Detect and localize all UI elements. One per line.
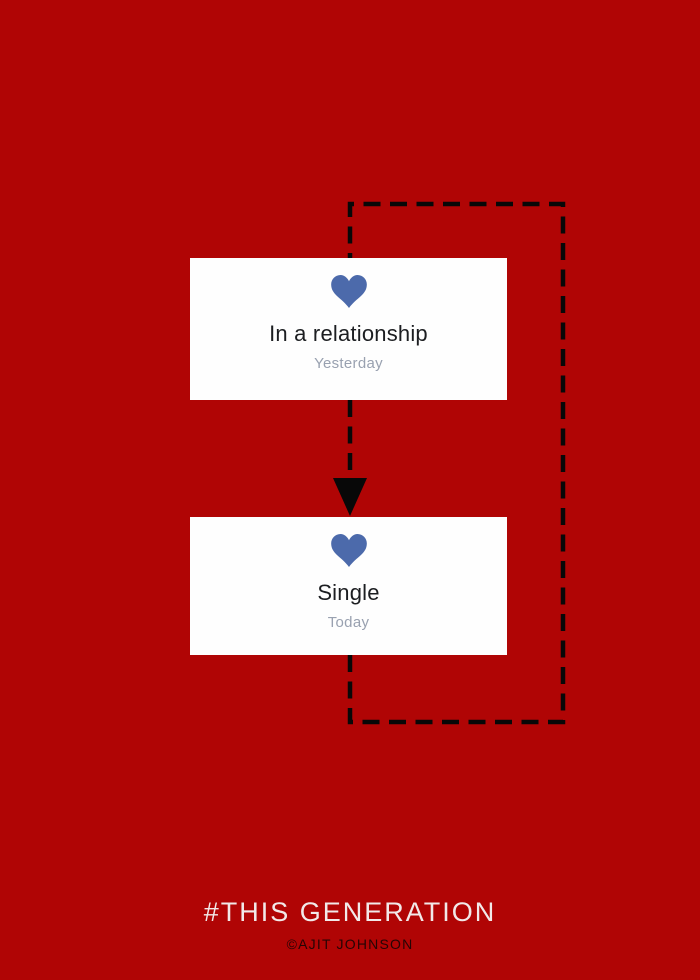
heart-icon: [330, 275, 367, 308]
heart-icon: [330, 534, 367, 567]
status-card-today: Single Today: [190, 517, 507, 655]
poster-credit: ©AJIT JOHNSON: [286, 936, 414, 952]
status-time: Yesterday: [314, 355, 383, 372]
status-card-yesterday: In a relationship Yesterday: [190, 258, 507, 400]
status-text: Single: [317, 580, 380, 605]
status-time: Today: [327, 614, 370, 631]
status-text: In a relationship: [269, 321, 428, 346]
down-arrow-icon: [333, 478, 367, 516]
poster-title: #THIS GENERATION: [203, 897, 497, 927]
